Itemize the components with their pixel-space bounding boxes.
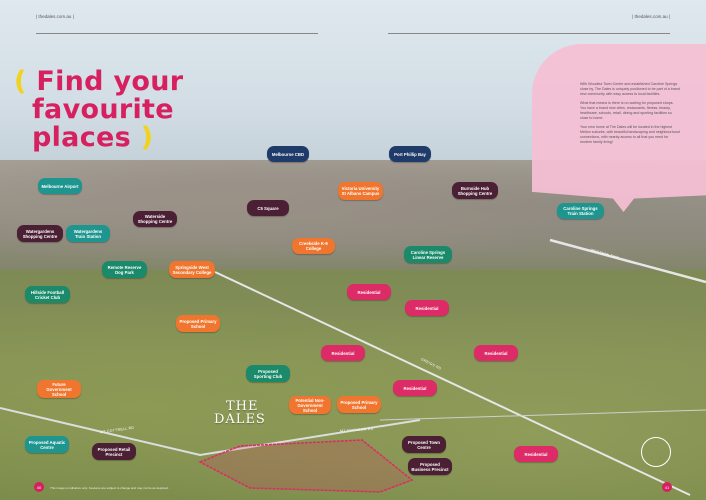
label-c5-square: C5 Square	[247, 200, 289, 216]
label-residential-4: Residential	[474, 345, 518, 361]
open-paren: (	[14, 66, 27, 97]
label-residential-3: Residential	[321, 345, 365, 361]
label-hillside: Hillside Football Cricket Club	[25, 286, 70, 303]
label-watergardens-train: Watergardens Train Station	[66, 225, 110, 242]
label-springside: Springside West Secondary College	[169, 261, 215, 278]
info-text: With Woodlea Town Centre and established…	[580, 82, 680, 149]
label-future-government: Future Government School	[37, 380, 81, 398]
header-rule-left	[36, 33, 318, 34]
label-waterside: Waterside Shopping Centre	[133, 211, 177, 227]
headline-line3: places	[32, 122, 131, 153]
header-url-left: | thedales.com.au |	[36, 14, 74, 19]
info-paragraph-3: Your new home at The Dales will be locat…	[580, 125, 680, 144]
page-headline: ( Find your favourite places )	[14, 68, 183, 152]
label-creekside: Creekside K-9 College	[292, 238, 335, 254]
label-residential-2: Residential	[405, 300, 449, 316]
info-paragraph-2: What that means is there is no waiting f…	[580, 101, 674, 120]
header-rule-right	[388, 33, 670, 34]
label-proposed-aquatic: Proposed Aquatic Centre	[25, 436, 69, 453]
label-burnside: Burnside Hub Shopping Centre	[452, 182, 498, 199]
label-watergardens: Watergardens Shopping Centre	[17, 225, 63, 242]
close-paren: )	[140, 122, 154, 153]
farmland-area	[0, 270, 706, 500]
label-port-phillip: Port Phillip Bay	[389, 146, 431, 162]
label-melbourne-airport: Melbourne Airport	[38, 178, 82, 194]
label-caroline-reserve: Caroline Springs Linear Reserve	[404, 246, 452, 263]
label-proposed-retail: Proposed Retail Precinct	[92, 443, 136, 460]
info-paragraph-1: With Woodlea Town Centre and established…	[580, 82, 680, 96]
label-remote-reserve: Remote Reserve Dog Park	[102, 261, 147, 278]
label-caroline-station: Caroline Springs Train Station	[557, 203, 604, 219]
the-dales-logo: THE DALES	[214, 400, 266, 426]
label-proposed-primary-2: Proposed Primary School	[337, 396, 381, 413]
headline-line2: favourite	[32, 94, 174, 125]
label-residential-5: Residential	[393, 380, 437, 396]
logo-line-1: THE	[226, 399, 259, 414]
disclaimer: This image is indicative only. Features …	[50, 486, 169, 490]
compass-icon	[641, 437, 671, 467]
label-proposed-sporting: Proposed Sporting Club	[246, 365, 290, 382]
logo-line-2: DALES	[214, 412, 266, 427]
label-melbourne-cbd: Melbourne CBD	[267, 146, 309, 162]
header-url-right: | thedales.com.au |	[632, 14, 670, 19]
label-proposed-primary-1: Proposed Primary School	[176, 315, 220, 332]
label-residential-6: Residential	[514, 446, 558, 462]
label-proposed-town: Proposed Town Centre	[402, 436, 446, 453]
headline-line1: Find your	[36, 66, 184, 97]
label-residential-1: Residential	[347, 284, 391, 300]
label-proposed-business: Proposed Business Precinct	[408, 458, 452, 475]
label-victoria-uni: Victoria University St Albans Campus	[338, 182, 383, 200]
label-potential-non-gov: Potential Non-Government School	[289, 396, 331, 414]
page-number-right: 41	[662, 482, 672, 492]
page-number-left: 40	[34, 482, 44, 492]
info-bubble	[532, 44, 706, 212]
